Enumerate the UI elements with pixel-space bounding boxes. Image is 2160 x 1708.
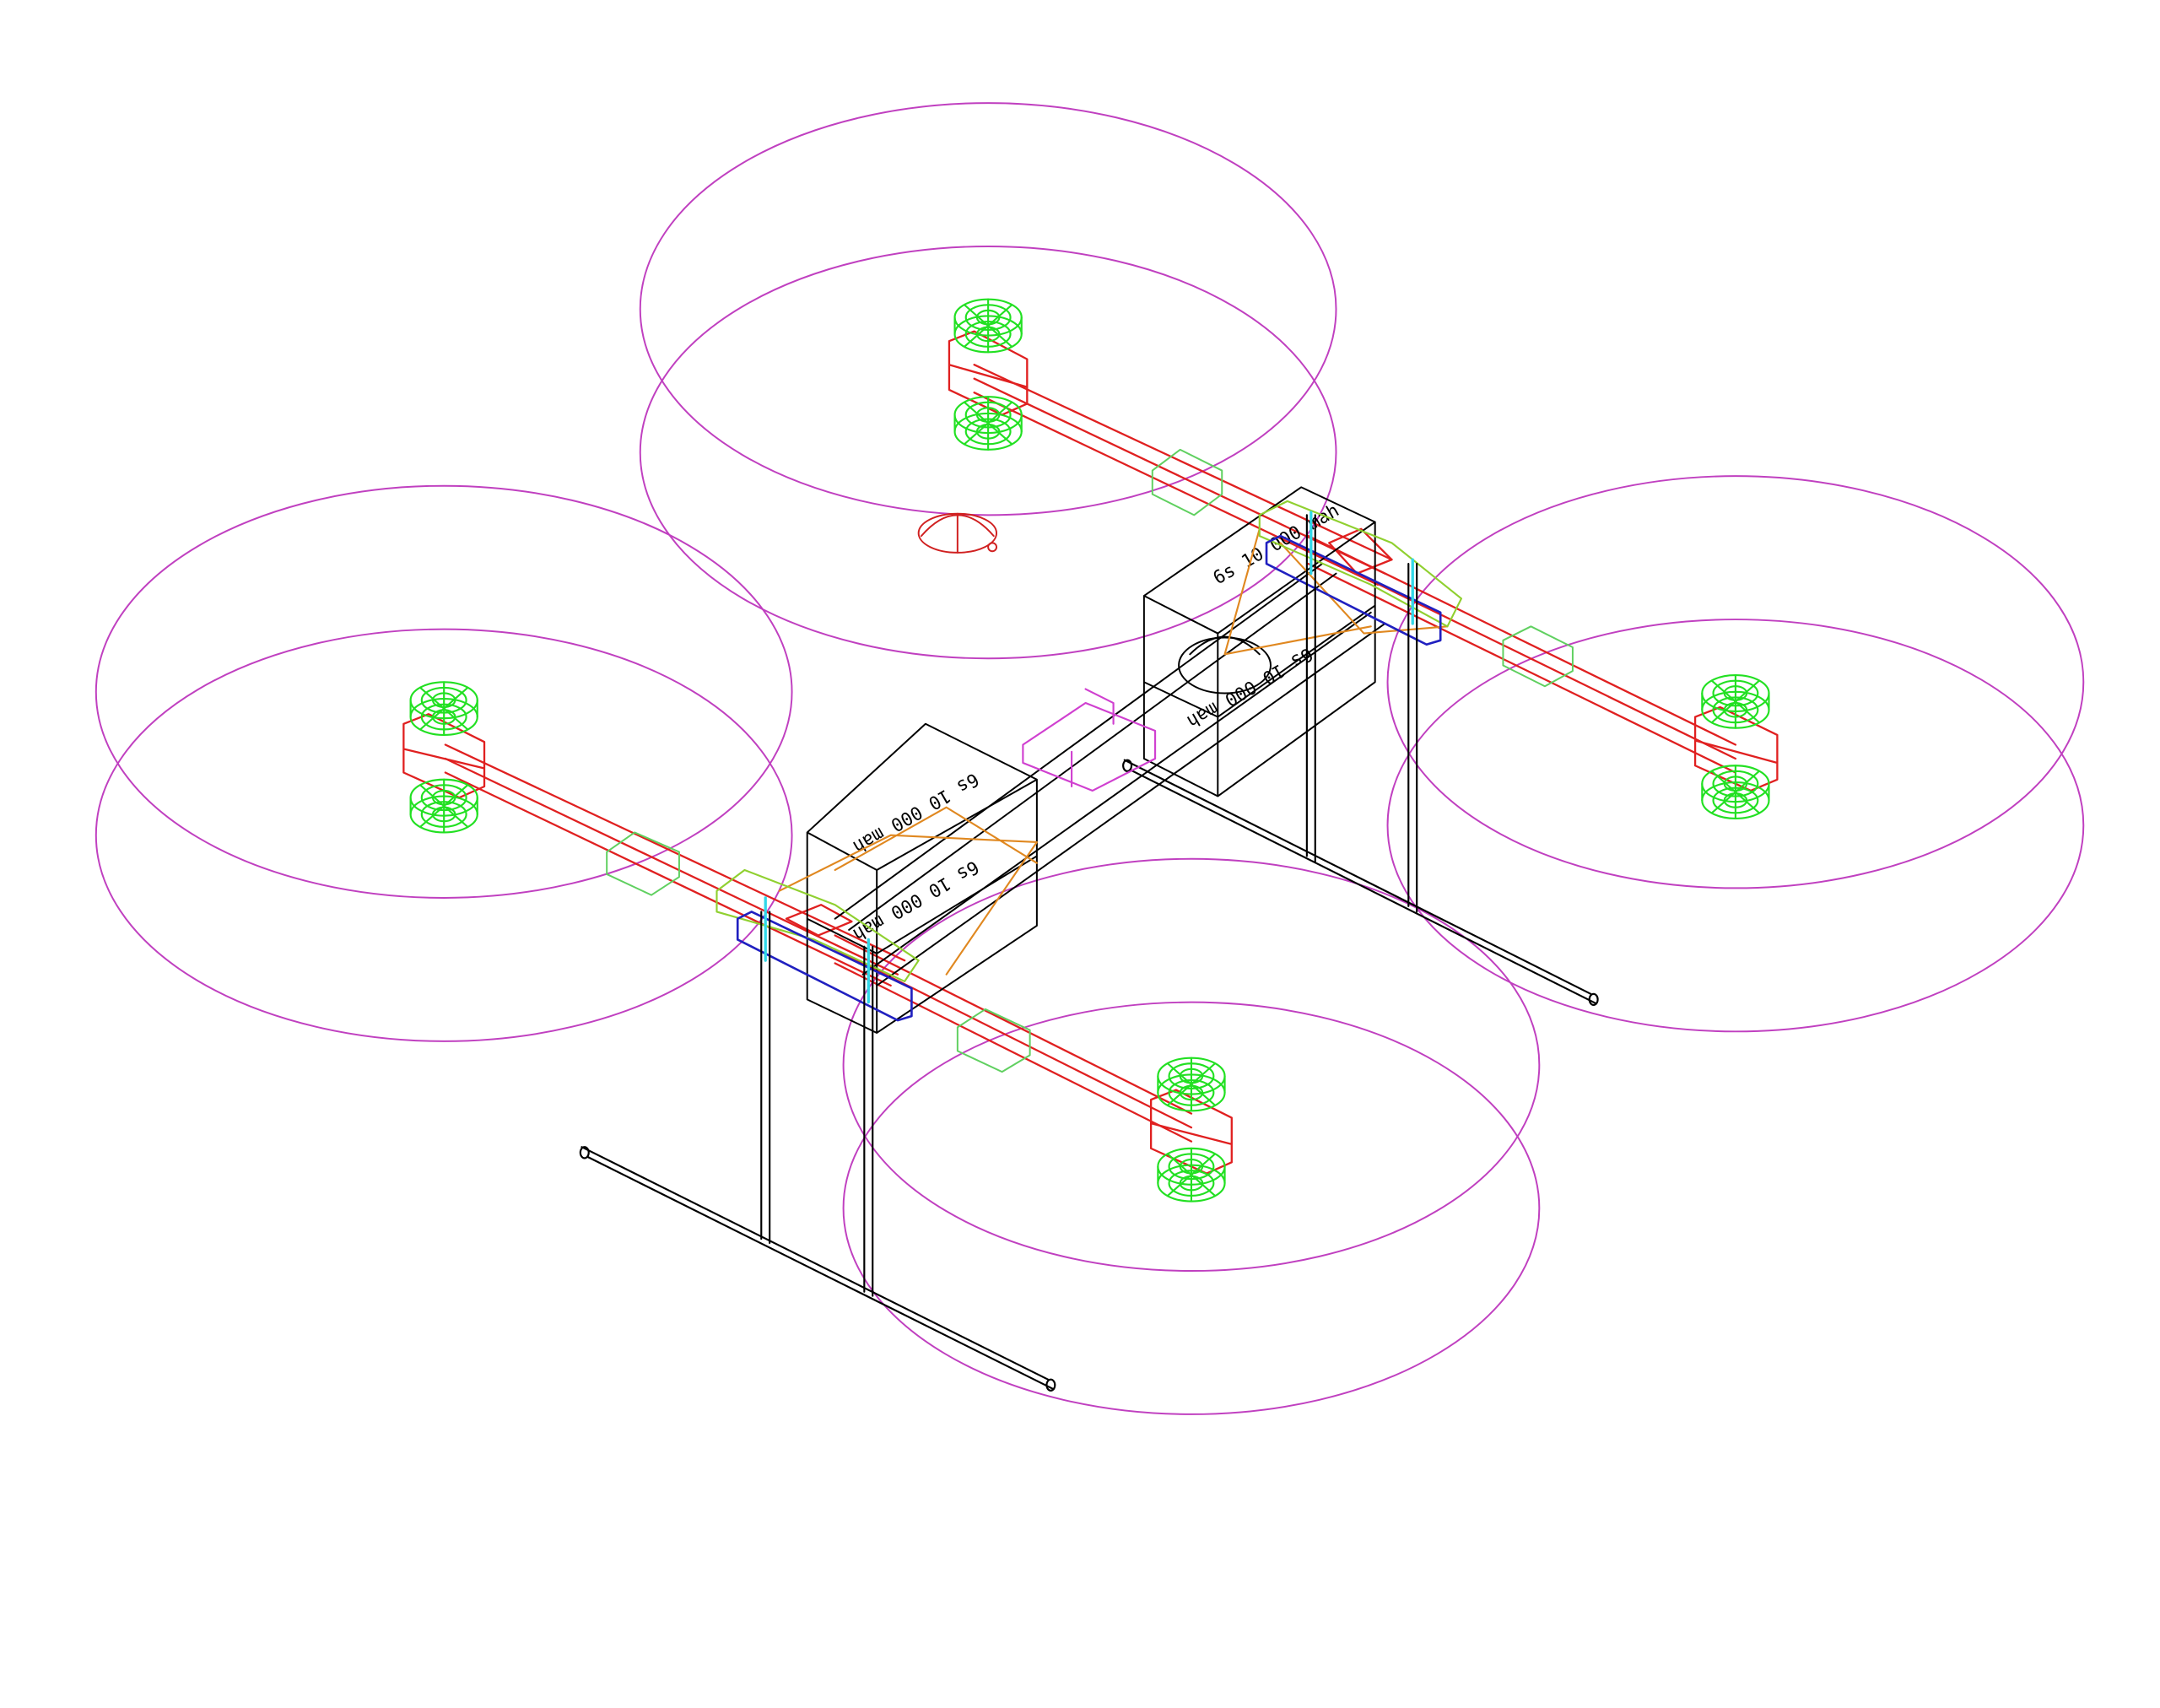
motor-icon	[1701, 673, 1770, 729]
motor-icon	[953, 298, 1023, 354]
battery-front	[806, 722, 1038, 1034]
propeller-disc	[1386, 475, 2085, 889]
arm-mid-mounts	[606, 448, 1574, 1073]
motor-icon	[409, 778, 478, 834]
arm-right	[1307, 534, 1737, 774]
arm-left	[444, 743, 906, 987]
batteries	[806, 486, 1386, 1034]
skid-front	[580, 1146, 1055, 1391]
motor-icon	[953, 396, 1023, 451]
propeller-disc	[1386, 619, 2085, 1033]
propeller-disc	[94, 484, 793, 899]
motor-icon	[1701, 765, 1770, 820]
gps-module	[1022, 688, 1157, 792]
battery-back	[1142, 486, 1376, 797]
battery-labels: 6s 10 000 mah 6s 10 000 mah 6s 10 000 ma…	[849, 500, 1342, 944]
motor-mount-right	[1693, 705, 1779, 792]
skid-back	[1123, 759, 1598, 1005]
motor-mount-left	[402, 713, 486, 799]
wiring	[778, 527, 1449, 976]
propeller-discs	[94, 102, 2085, 1415]
standoffs	[764, 511, 1414, 1004]
arm-clamps	[716, 500, 1463, 982]
motor-icon	[409, 681, 478, 737]
arm-top	[973, 364, 1393, 586]
red-dome-sensor	[917, 512, 998, 554]
motors	[409, 298, 1770, 1203]
propeller-disc	[842, 1001, 1541, 1415]
frame-rails	[834, 563, 1386, 986]
arm-clamp-red-back	[1328, 527, 1393, 575]
motor-mount-bottom	[1149, 1089, 1233, 1175]
landing-gear	[579, 514, 1599, 1392]
arm-bottom	[834, 934, 1193, 1143]
propeller-disc	[842, 857, 1541, 1273]
frame-plates	[736, 534, 1442, 1022]
propeller-disc	[639, 102, 1337, 516]
propeller-disc	[639, 246, 1337, 660]
motor-icon	[1157, 1147, 1226, 1203]
motor-mount-top	[948, 330, 1029, 416]
motor-icon	[1157, 1057, 1226, 1112]
battery-label: 6s 10 000 mah	[849, 856, 982, 945]
battery-label: 6s 10 000 mah	[849, 768, 982, 857]
propeller-disc	[94, 628, 793, 1042]
